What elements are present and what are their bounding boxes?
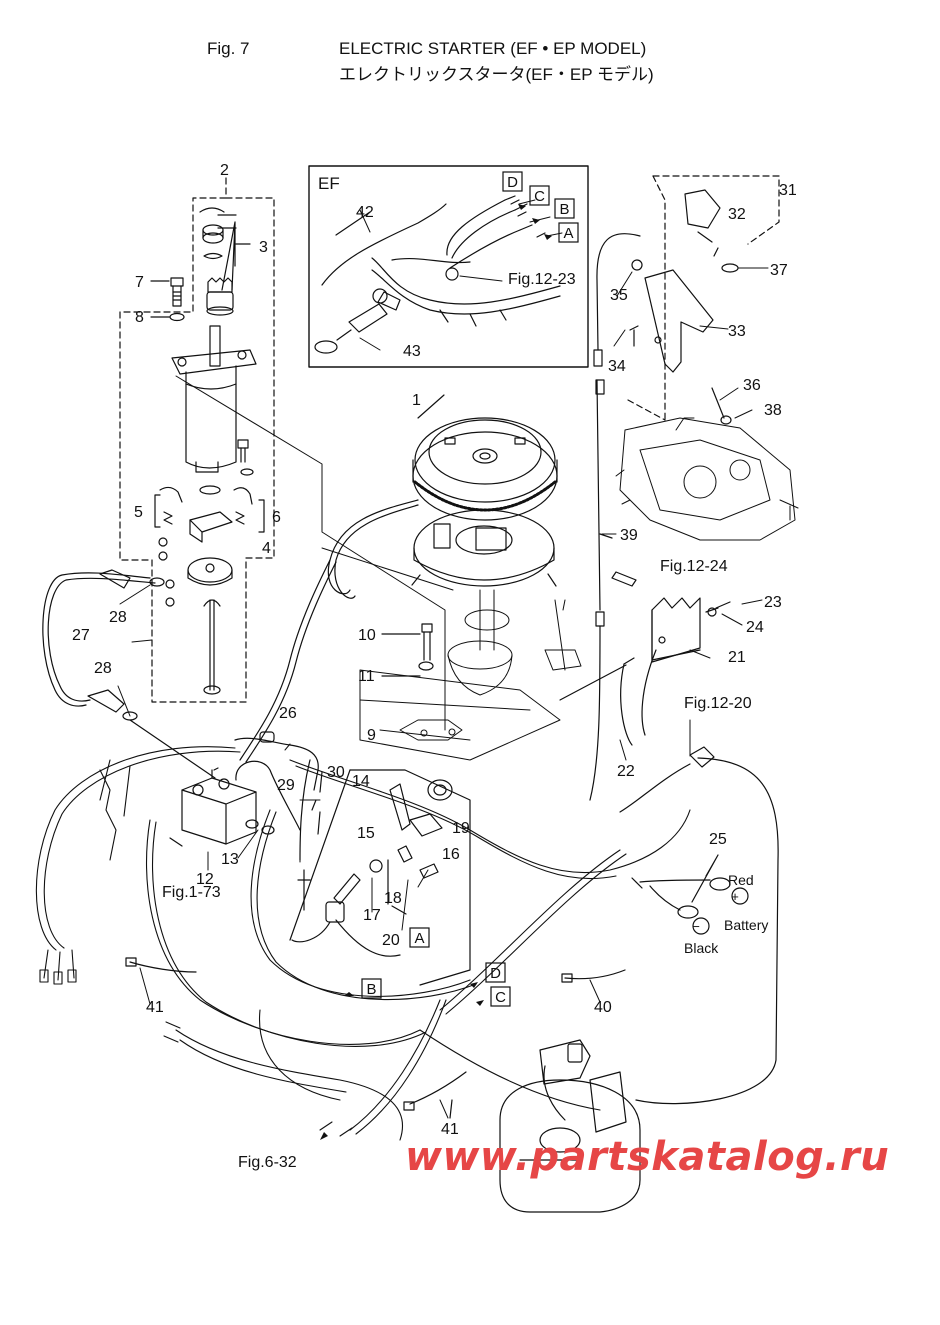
callout-34: 34	[608, 358, 626, 375]
starter-motor-group	[119, 177, 275, 703]
callout-43: 43	[403, 343, 421, 360]
rectifier-21	[559, 571, 731, 746]
callout-4: 4	[262, 540, 271, 557]
callout-22: 22	[617, 763, 635, 780]
ref-fig-1-73: Fig.1-73	[162, 884, 221, 901]
connector-c-inset: C	[534, 188, 545, 205]
connector-b-inset: B	[559, 201, 569, 218]
callout-5: 5	[134, 504, 143, 521]
callout-41-bottom: 41	[441, 1121, 459, 1138]
battery-plus-symbol: +	[731, 889, 739, 904]
ref-fig-12-24: Fig.12-24	[660, 558, 728, 575]
callout-7: 7	[135, 274, 144, 291]
callout-17: 17	[363, 907, 381, 924]
battery-minus-symbol: −	[692, 919, 700, 934]
callout-10: 10	[358, 627, 376, 644]
connector-d-main: D	[490, 965, 501, 982]
callout-42: 42	[356, 204, 374, 221]
callout-36: 36	[743, 377, 761, 394]
ref-fig-6-32: Fig.6-32	[238, 1154, 297, 1171]
callout-6: 6	[272, 509, 281, 526]
connector-a-main: A	[414, 930, 424, 947]
callout-38: 38	[764, 402, 782, 419]
callout-18: 18	[384, 890, 402, 907]
starter-pinion-parts	[199, 207, 251, 316]
callout-15: 15	[357, 825, 375, 842]
battery-cables-25	[619, 746, 779, 1105]
callout-20: 20	[382, 932, 400, 949]
connector-a-inset: A	[563, 225, 573, 242]
callout-26: 26	[279, 705, 297, 722]
main-wire-harness	[146, 759, 691, 1141]
callout-9: 9	[367, 727, 376, 744]
callout-35: 35	[610, 287, 628, 304]
cable-ties	[125, 957, 626, 1119]
callout-3: 3	[259, 239, 268, 256]
inset-label-ef: EF	[318, 174, 340, 193]
throttle-cable-39	[589, 233, 641, 801]
connector-c-main: C	[495, 989, 506, 1006]
callout-21: 21	[728, 649, 746, 666]
left-wire-loop	[35, 746, 241, 985]
callout-14: 14	[352, 773, 370, 790]
connector-b-main: B	[366, 981, 376, 998]
starter-motor-body	[171, 325, 257, 495]
switch-bracket-parts	[629, 189, 739, 425]
battery-black-label: Black	[684, 940, 719, 956]
callout-40: 40	[594, 999, 612, 1016]
callout-24: 24	[746, 619, 764, 636]
callout-2: 2	[220, 162, 229, 179]
brush-holder-parts	[154, 439, 265, 695]
watermark: www.partskatalog.ru	[405, 1134, 890, 1180]
callout-1: 1	[412, 392, 421, 409]
callout-23: 23	[764, 594, 782, 611]
battery-red-label: Red	[728, 872, 754, 888]
carburetor	[615, 417, 799, 541]
callout-31: 31	[779, 182, 797, 199]
callout-29: 29	[277, 777, 295, 794]
callout-32: 32	[728, 206, 746, 223]
flywheel	[412, 394, 558, 521]
diagram-title: ELECTRIC STARTER (EF • EP MODEL)	[339, 39, 647, 58]
callout-13: 13	[221, 851, 239, 868]
callout-28-upper: 28	[109, 609, 127, 626]
inset-tiller-wiring	[314, 195, 561, 354]
bolt-and-washer	[150, 277, 185, 322]
battery-label: Battery	[724, 917, 768, 933]
callout-8: 8	[135, 309, 144, 326]
callout-25: 25	[709, 831, 727, 848]
starter-relay-12	[169, 731, 323, 847]
callout-12: 12	[196, 871, 214, 888]
callout-19: 19	[452, 820, 470, 837]
callout-41-left: 41	[146, 999, 164, 1016]
leader-lines	[117, 199, 769, 1119]
figure-number: Fig. 7	[207, 39, 250, 58]
callout-33: 33	[728, 323, 746, 340]
stator-plate	[411, 509, 557, 587]
engine-block-outline	[359, 589, 582, 761]
bolt-10-and-washer-11	[381, 623, 434, 677]
callout-16: 16	[442, 846, 460, 863]
connector-d-inset: D	[507, 174, 518, 191]
callout-27: 27	[72, 627, 90, 644]
remote-control-box	[499, 1039, 641, 1213]
callout-39: 39	[620, 527, 638, 544]
key-switch-parts	[289, 759, 471, 986]
callout-30: 30	[327, 764, 345, 781]
callout-11: 11	[358, 668, 375, 685]
bracket-group-31	[627, 175, 780, 421]
ref-fig-12-20: Fig.12-20	[684, 695, 752, 712]
stator-wire-harness	[239, 499, 419, 763]
callout-37: 37	[770, 262, 788, 279]
diagram-title-japanese: エレクトリックスタータ(EF・EP モデル)	[339, 65, 654, 84]
ref-fig-12-23: Fig.12-23	[508, 271, 576, 288]
callout-28-lower: 28	[94, 660, 112, 677]
inset-frame	[308, 165, 589, 368]
